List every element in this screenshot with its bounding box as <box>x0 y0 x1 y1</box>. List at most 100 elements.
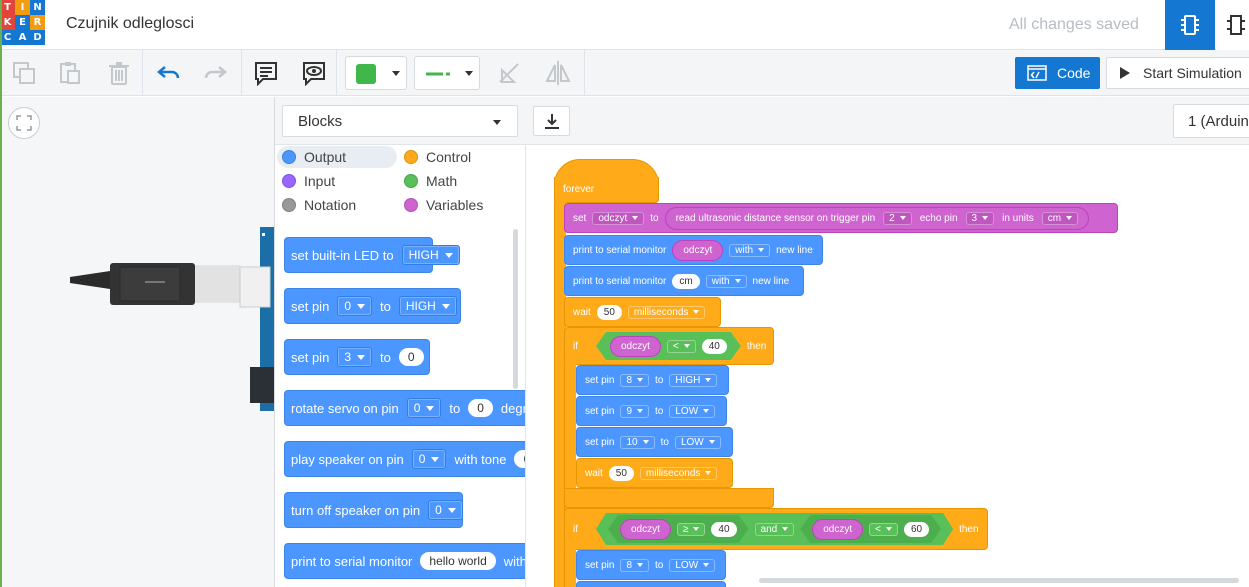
block-turn-off-speaker[interactable]: turn off speaker on pin 0 <box>284 492 463 528</box>
start-simulation-button[interactable]: Start Simulation <box>1106 57 1249 89</box>
if-block[interactable]: if odczyt ≥ 40 and odczyt < 60 then <box>564 508 988 550</box>
wire-type-picker[interactable] <box>414 56 480 90</box>
state-dropdown[interactable]: HIGH <box>401 245 460 265</box>
unit-dropdown[interactable]: milliseconds <box>639 466 718 480</box>
pin-dropdown[interactable]: 0 <box>428 500 463 520</box>
wait-block[interactable]: wait 50 milliseconds <box>576 458 733 488</box>
print-serial-block[interactable]: print to serial monitor cm with new line <box>564 266 804 296</box>
value-input[interactable]: 40 <box>702 339 727 354</box>
pin-dropdown[interactable]: 0 <box>337 296 372 316</box>
redo-icon[interactable] <box>200 58 230 88</box>
and-operator[interactable]: odczyt ≥ 40 and odczyt < 60 <box>596 513 953 545</box>
state-dropdown[interactable]: LOW <box>674 435 721 449</box>
variable-reporter[interactable]: odczyt <box>610 336 661 357</box>
block-label: to <box>380 349 391 365</box>
variable-reporter[interactable]: odczyt <box>672 239 724 261</box>
fit-view-icon[interactable] <box>8 107 40 139</box>
state-dropdown[interactable]: HIGH <box>398 296 457 316</box>
operator-dropdown[interactable]: < <box>667 340 696 353</box>
pin-dropdown[interactable]: 3 <box>337 347 372 367</box>
block-label: if <box>573 340 578 352</box>
delete-icon[interactable] <box>104 58 134 88</box>
operator-dropdown[interactable]: ≥ <box>677 523 706 536</box>
flyout-scrollbar[interactable] <box>513 229 518 389</box>
circuit-canvas[interactable] <box>0 97 274 587</box>
operator-dropdown[interactable]: < <box>869 523 898 536</box>
download-code-button[interactable] <box>533 106 570 136</box>
category-variables[interactable]: Variables <box>399 194 483 216</box>
notes-visibility-icon[interactable] <box>299 58 329 88</box>
category-output[interactable]: Output <box>277 146 397 168</box>
set-pin-block[interactable]: set pin 8 to HIGH <box>576 365 729 395</box>
set-variable-block[interactable]: set odczyt to read ultrasonic distance s… <box>564 203 1118 233</box>
value-input[interactable]: 50 <box>596 304 622 320</box>
code-button[interactable]: Code <box>1015 57 1100 89</box>
schematic-view-button[interactable] <box>1216 0 1249 50</box>
state-dropdown[interactable]: LOW <box>669 558 716 572</box>
workspace-horizontal-scrollbar[interactable] <box>759 578 1239 583</box>
variable-dropdown[interactable]: odczyt <box>592 211 645 225</box>
pin-dropdown[interactable]: 8 <box>620 558 650 572</box>
compare-operator[interactable]: odczyt < 60 <box>800 515 941 543</box>
paste-icon[interactable] <box>55 58 85 88</box>
block-rotate-servo[interactable]: rotate servo on pin 0 to 0 degrees <box>284 390 525 426</box>
logic-dropdown[interactable]: and <box>755 523 795 536</box>
compare-operator[interactable]: odczyt ≥ 40 <box>608 515 749 543</box>
if-block[interactable]: if odczyt < 40 then <box>564 327 774 365</box>
with-dropdown[interactable]: with <box>729 243 771 257</box>
wait-block[interactable]: wait 50 milliseconds <box>564 297 721 327</box>
value-input[interactable]: 60 <box>904 522 929 537</box>
color-picker[interactable] <box>345 56 407 90</box>
project-title[interactable]: Czujnik odleglosci <box>66 15 195 32</box>
block-print-serial[interactable]: print to serial monitor hello world with <box>284 543 525 579</box>
echo-pin-dropdown[interactable]: 3 <box>965 211 995 225</box>
block-set-pin-analog[interactable]: set pin 3 to 0 <box>284 339 430 375</box>
pin-dropdown[interactable]: 10 <box>620 435 655 449</box>
state-dropdown[interactable]: LOW <box>669 404 716 418</box>
board-dropdown[interactable]: 1 (Arduino Uno R3) <box>1173 104 1249 138</box>
value-input[interactable]: 60 <box>514 450 525 468</box>
block-set-builtin-led[interactable]: set built-in LED to HIGH <box>284 237 460 273</box>
value-input[interactable]: 0 <box>468 399 493 417</box>
pin-dropdown[interactable]: 8 <box>620 373 650 387</box>
compare-operator[interactable]: odczyt < 40 <box>596 332 741 360</box>
circuit-view-button[interactable] <box>1165 0 1215 50</box>
category-control[interactable]: Control <box>399 146 471 168</box>
pin-dropdown[interactable]: 9 <box>620 404 650 418</box>
notes-icon[interactable] <box>251 58 281 88</box>
set-pin-block[interactable]: set pin 9 to LOW <box>576 396 727 426</box>
print-serial-block[interactable]: print to serial monitor odczyt with new … <box>564 235 823 265</box>
variable-reporter[interactable]: odczyt <box>620 519 671 540</box>
blocks-workspace[interactable]: forever set odczyt to read ultrasonic di… <box>525 145 1249 587</box>
set-pin-block[interactable]: set pin 10 to LOW <box>576 427 733 457</box>
text-input[interactable]: cm <box>672 273 700 289</box>
unit-dropdown[interactable]: milliseconds <box>627 305 706 319</box>
editor-mode-dropdown[interactable]: Blocks <box>282 105 518 137</box>
units-dropdown[interactable]: cm <box>1041 211 1079 225</box>
block-set-pin-digital[interactable]: set pin 0 to HIGH <box>284 288 461 324</box>
value-input[interactable]: 50 <box>608 465 634 481</box>
rotate-icon[interactable] <box>494 58 524 88</box>
category-notation[interactable]: Notation <box>277 194 356 216</box>
trigger-pin-dropdown[interactable]: 2 <box>883 211 912 225</box>
dropdown-value: odczyt <box>598 212 628 224</box>
value-input[interactable]: 0 <box>398 348 424 366</box>
value-input[interactable]: hello world <box>420 552 496 570</box>
undo-icon[interactable] <box>154 58 184 88</box>
pin-dropdown[interactable]: 0 <box>406 398 442 418</box>
state-dropdown[interactable]: HIGH <box>669 373 718 387</box>
forever-arm <box>554 201 566 587</box>
value-input[interactable]: 40 <box>711 522 736 537</box>
ultrasonic-reporter[interactable]: read ultrasonic distance sensor on trigg… <box>664 206 1090 230</box>
block-play-speaker[interactable]: play speaker on pin 0 with tone 60 <box>284 441 525 477</box>
with-dropdown[interactable]: with <box>705 274 747 288</box>
copy-icon[interactable] <box>9 58 39 88</box>
category-input[interactable]: Input <box>277 170 335 192</box>
set-pin-block[interactable]: set pin 8 to LOW <box>576 550 726 580</box>
variable-reporter[interactable]: odczyt <box>812 519 863 540</box>
category-math[interactable]: Math <box>399 170 457 192</box>
pin-dropdown[interactable]: 0 <box>411 449 447 469</box>
mirror-icon[interactable] <box>543 58 573 88</box>
set-pin-block-partial[interactable] <box>576 581 726 587</box>
